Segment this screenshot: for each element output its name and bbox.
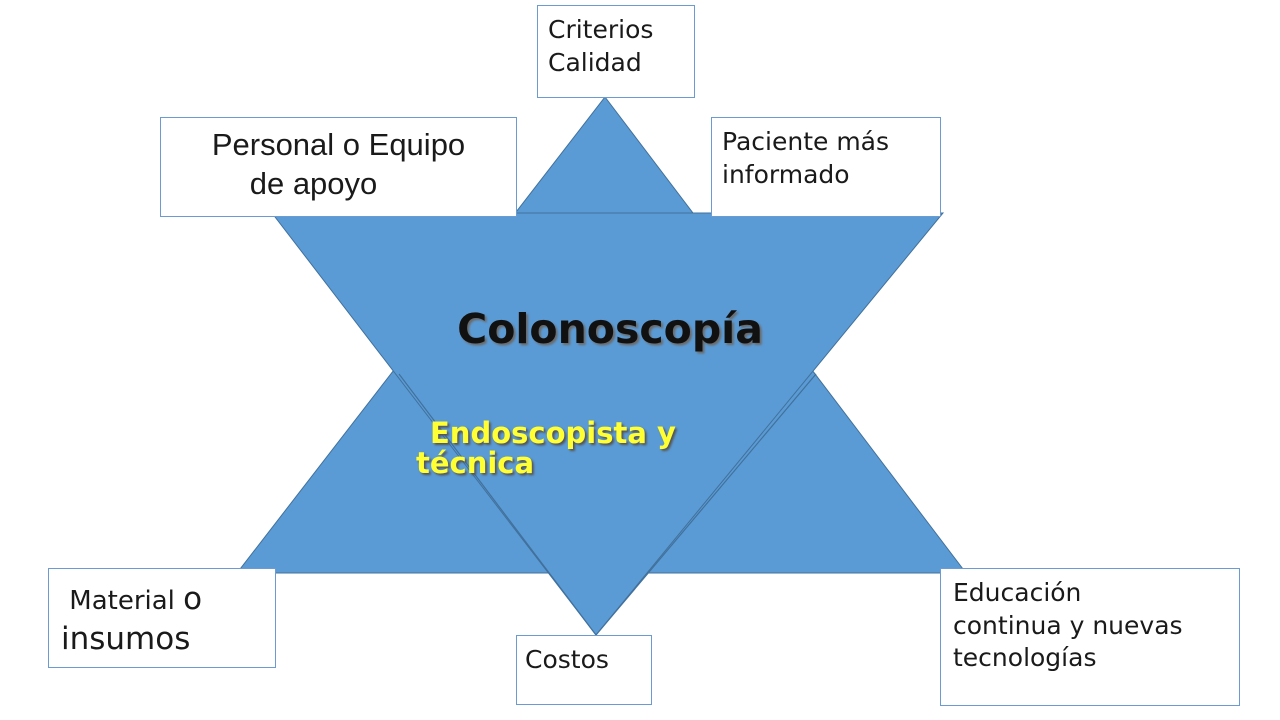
box-costos: Costos <box>516 635 652 705</box>
triangle-edge-left <box>398 373 597 636</box>
center-title: Colonoscopía <box>457 305 763 353</box>
box-educacion-line2: continua y nuevas <box>953 610 1183 640</box>
box-educacion-line3: tecnologías <box>953 643 1097 672</box>
box-criterios-line2: Calidad <box>548 47 642 77</box>
center-subtitle: Endoscopista y técnica <box>416 418 736 479</box>
center-subtitle-line1: Endoscopista y <box>430 416 676 450</box>
box-personal-line1: Personal o Equipo <box>211 127 466 162</box>
box-material-insumos: Material o insumos <box>48 568 276 668</box>
triangle-edge-right <box>595 373 817 636</box>
downward-triangle <box>270 212 945 636</box>
center-subtitle-line2: técnica <box>416 446 535 481</box>
box-costos-label: Costos <box>525 645 609 674</box>
box-material-line2: insumos <box>61 621 191 658</box>
box-material-part2: o <box>183 581 203 617</box>
box-material-line1: Material o <box>61 579 263 619</box>
box-personal-line2: de apoyo <box>249 165 378 201</box>
box-educacion-continua: Educación continua y nuevas tecnologías <box>940 568 1240 706</box>
box-personal-equipo: Personal o Equipo de apoyo <box>160 117 517 217</box>
box-paciente-line1: Paciente más <box>722 127 890 156</box>
box-paciente-line2: informado <box>722 159 850 189</box>
box-paciente-informado: Paciente más informado <box>711 117 941 217</box>
box-criterios-line1: Criterios <box>548 15 654 44</box>
box-material-part1: Material <box>61 586 184 616</box>
box-educacion-line1: Educación <box>953 578 1082 607</box>
box-criterios-calidad: Criterios Calidad <box>537 5 695 98</box>
